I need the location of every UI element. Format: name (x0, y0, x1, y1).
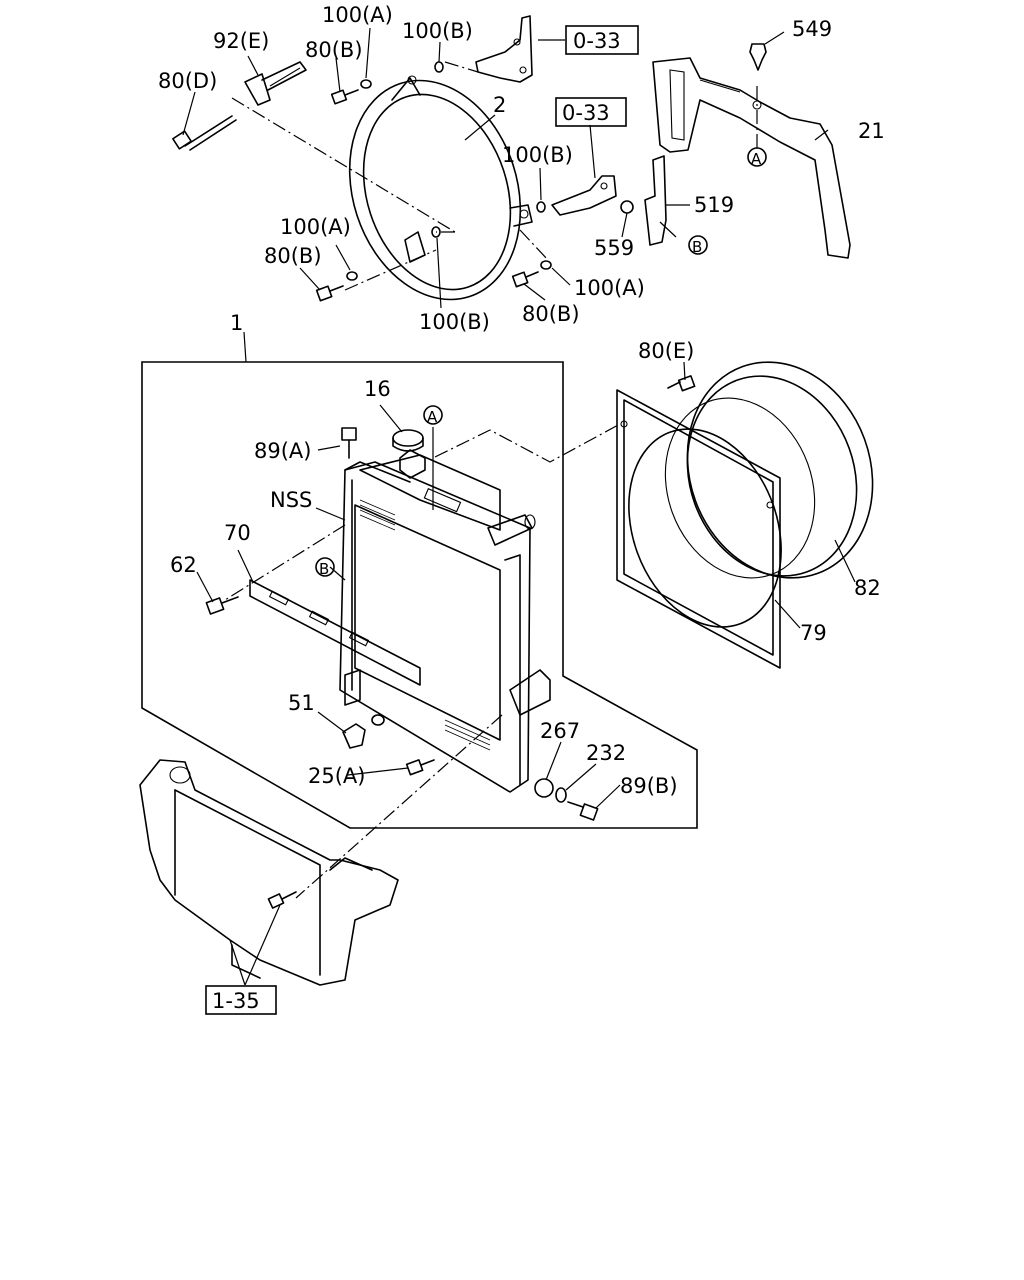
callout-62: 62 (170, 553, 197, 577)
marker-a-radiator-circle (423, 405, 443, 425)
callout-100a-top: 100(A) (322, 3, 393, 27)
callout-80b-bottom: 80(B) (522, 302, 580, 326)
radiator-core (339, 449, 551, 793)
bolt-25a (405, 759, 435, 776)
bolt-89a (341, 427, 357, 459)
ref-box-0-33-top (565, 25, 639, 55)
callout-92e: 92(E) (213, 29, 269, 53)
bracket-519 (644, 155, 667, 246)
nut-559 (620, 200, 634, 214)
callout-559: 559 (594, 236, 634, 260)
callout-80b-left: 80(B) (264, 244, 322, 268)
bracket-top (475, 15, 533, 83)
bolt-80b-top (330, 89, 359, 105)
callout-100a-right: 100(A) (574, 276, 645, 300)
marker-b-bracket-circle (688, 235, 708, 255)
washer-100b-mid (536, 201, 546, 213)
callout-70: 70 (224, 521, 251, 545)
callout-25a: 25(A) (308, 764, 365, 788)
clip-92e (244, 61, 307, 106)
callout-519: 519 (694, 193, 734, 217)
intercooler (139, 759, 399, 986)
washer-100a-left (346, 271, 358, 281)
ref-1-35: 1-35 (212, 989, 260, 1013)
bolt-80b-bottom (511, 271, 539, 288)
callout-nss: NSS (270, 488, 312, 512)
callout-100b-top: 100(B) (402, 19, 473, 43)
marker-b-bracket: B (692, 238, 702, 256)
bolt-80e (667, 375, 696, 392)
callout-21: 21 (858, 119, 885, 143)
bolt-80d (172, 115, 237, 151)
callout-100a-left: 100(A) (280, 215, 351, 239)
ref-box-0-33-mid (555, 97, 627, 127)
shroud-cover-part-21 (652, 57, 851, 259)
mount-51 (342, 714, 385, 749)
bolt-62 (205, 596, 239, 615)
bolt-intercooler (267, 891, 297, 909)
washer-232 (555, 787, 567, 803)
callout-82: 82 (854, 576, 881, 600)
marker-a-bracket: A (751, 150, 762, 168)
radiator-cap-16 (392, 429, 424, 452)
fan-ring-82 (664, 361, 874, 579)
fan-shroud-79 (616, 389, 782, 669)
stay-bar-70 (249, 579, 421, 686)
callout-267: 267 (540, 719, 580, 743)
callout-89a: 89(A) (254, 439, 311, 463)
bracket-mid (551, 175, 617, 216)
callout-79: 79 (800, 621, 827, 645)
callout-100b-mid: 100(B) (502, 143, 573, 167)
marker-a-bracket-circle (747, 147, 767, 167)
callout-549: 549 (792, 17, 832, 41)
callout-89b: 89(B) (620, 774, 678, 798)
ref-0-33-top: 0-33 (573, 29, 621, 53)
leader-lines (182, 27, 856, 986)
callout-1: 1 (230, 311, 243, 335)
callout-100b-bottom: 100(B) (419, 310, 490, 334)
washer-100b-bottom (431, 226, 441, 238)
washer-100b-top (434, 61, 444, 73)
callout-2: 2 (493, 93, 506, 117)
washer-100a-right (540, 260, 552, 270)
fan-shroud-ring-part-2 (348, 75, 533, 301)
callout-80e: 80(E) (638, 339, 694, 363)
callout-232: 232 (586, 741, 626, 765)
callout-51: 51 (288, 691, 315, 715)
bushing-267 (534, 778, 554, 798)
marker-a-radiator: A (427, 408, 438, 426)
alignment-lines (224, 61, 758, 899)
ref-0-33-mid: 0-33 (562, 101, 610, 125)
bolt-80b-left (315, 285, 344, 302)
radiator-assembly-outline (141, 361, 698, 829)
callout-80b-top: 80(B) (305, 38, 363, 62)
clip-549 (749, 43, 767, 71)
callout-16: 16 (364, 377, 391, 401)
marker-b-radiator-circle (315, 557, 335, 577)
washer-100a-top (360, 79, 372, 89)
marker-b-radiator: B (319, 560, 329, 578)
callout-80d: 80(D) (158, 69, 217, 93)
bolt-89b (567, 801, 599, 821)
ref-box-1-35 (205, 985, 277, 1015)
